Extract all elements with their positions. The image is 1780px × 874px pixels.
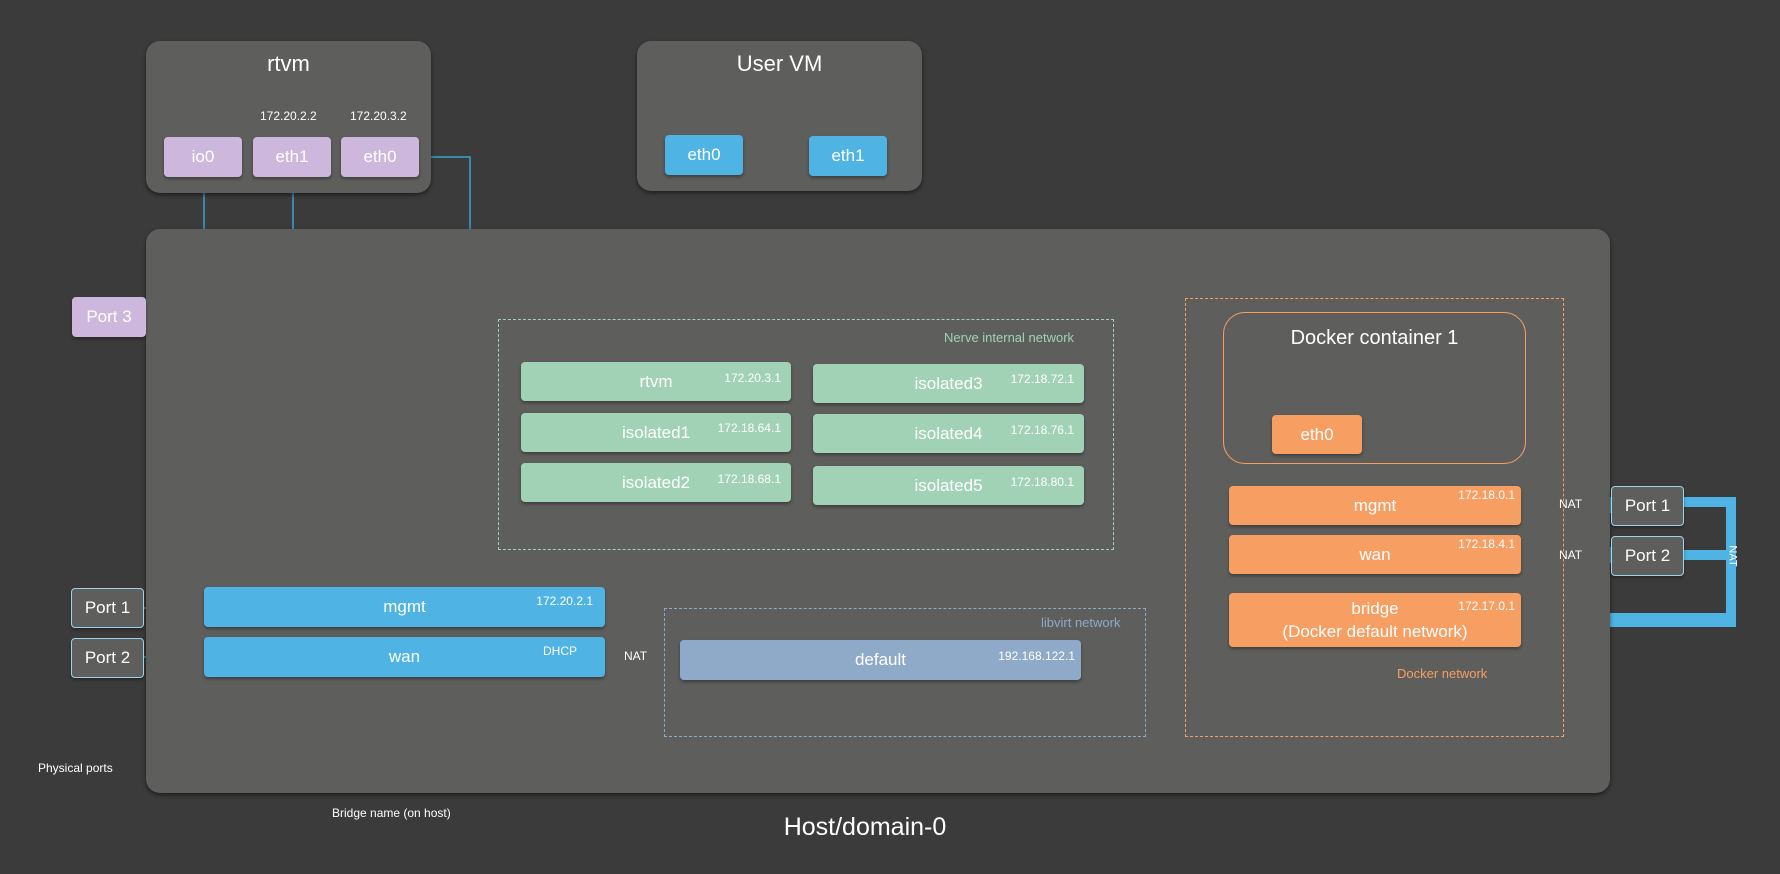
docker-port1[interactable]: Port 1: [1611, 486, 1684, 526]
user-vm-eth0-interface[interactable]: eth0: [665, 135, 743, 175]
user-vm-panel: User VM eth0 eth1: [637, 41, 922, 191]
user-vm-title: User VM: [736, 51, 823, 76]
nerve-rtvm-bridge-label: rtvm: [639, 371, 673, 391]
port3[interactable]: Port 3: [72, 297, 146, 337]
host-mgmt-bridge-ip: 172.20.2.1: [536, 594, 593, 608]
docker-bridge-bridge-subtitle: (Docker default network): [1282, 622, 1468, 641]
docker-port2[interactable]: Port 2: [1611, 536, 1684, 576]
docker-bridge-bridge[interactable]: bridge (Docker default network) 172.17.0…: [1229, 593, 1521, 647]
nerve-isolated2-bridge-ip: 172.18.68.1: [717, 472, 781, 486]
host-port1[interactable]: Port 1: [71, 588, 144, 628]
nerve-isolated3-bridge-label: isolated3: [914, 373, 983, 393]
host-title: Host/domain-0: [783, 813, 947, 841]
host-mgmt-bridge-label: mgmt: [383, 597, 426, 616]
rtvm-panel: rtvm 172.20.2.2 172.20.3.2 io0 eth1 eth0: [146, 41, 431, 193]
rtvm-eth0-interface[interactable]: eth0: [341, 137, 419, 177]
host-nat-label: NAT: [624, 649, 648, 663]
libvirt-default-bridge[interactable]: default 192.168.122.1: [680, 640, 1081, 680]
docker-wan-bridge[interactable]: wan 172.18.4.1: [1229, 535, 1521, 574]
nerve-isolated5-bridge-ip: 172.18.80.1: [1010, 475, 1074, 489]
docker-container-box: Docker container 1 eth0: [1223, 312, 1526, 464]
docker-network-label: Docker network: [1397, 666, 1488, 681]
nerve-network-box: [498, 319, 1114, 550]
nerve-isolated3-bridge-ip: 172.18.72.1: [1010, 372, 1074, 386]
docker-bridge-bridge-label: bridge: [1351, 599, 1399, 618]
rtvm-eth1-interface[interactable]: eth1: [253, 137, 331, 177]
libvirt-network-box: [664, 608, 1146, 737]
nerve-network-label: Nerve internal network: [944, 330, 1075, 345]
docker-container-title: Docker container 1: [1290, 327, 1459, 349]
nerve-isolated2-bridge-label: isolated2: [621, 472, 691, 492]
docker-nat-vertical-label: NAT: [1726, 545, 1739, 567]
rtvm-io0-interface[interactable]: io0: [164, 137, 242, 177]
docker-nat-label-wan: NAT: [1559, 548, 1583, 562]
host-wan-bridge-ip: DHCP: [542, 644, 577, 658]
docker-mgmt-bridge[interactable]: mgmt 172.18.0.1: [1229, 486, 1521, 525]
nerve-isolated5-bridge[interactable]: isolated5 172.18.80.1: [813, 466, 1084, 505]
user-vm-eth1-interface[interactable]: eth1: [809, 136, 887, 176]
host-wan-bridge[interactable]: wan DHCP: [204, 637, 605, 677]
nerve-isolated1-bridge[interactable]: isolated1 172.18.64.1: [521, 413, 791, 452]
host-port2[interactable]: Port 2: [71, 638, 144, 678]
docker-wan-bridge-ip: 172.18.4.1: [1458, 537, 1515, 551]
rtvm-title: rtvm: [267, 51, 310, 76]
nerve-isolated4-bridge[interactable]: isolated4 172.18.76.1: [813, 414, 1084, 453]
docker-bridge-bridge-ip: 172.17.0.1: [1458, 599, 1515, 613]
nat-mid-connector: [1684, 550, 1736, 560]
nat-vertical-bar: [1726, 497, 1736, 625]
nat-top-connector: [1684, 497, 1736, 507]
libvirt-default-bridge-ip: 192.168.122.1: [998, 649, 1075, 663]
docker-mgmt-bridge-ip: 172.18.0.1: [1458, 488, 1515, 502]
nerve-isolated1-bridge-ip: 172.18.64.1: [717, 421, 781, 435]
docker-network-box: [1185, 298, 1564, 737]
nerve-isolated5-bridge-label: isolated5: [914, 475, 983, 495]
nerve-rtvm-bridge-ip: 172.20.3.1: [724, 371, 781, 385]
libvirt-network-label: libvirt network: [1041, 615, 1121, 630]
docker-wan-bridge-label: wan: [1359, 544, 1391, 564]
nerve-isolated1-bridge-label: isolated1: [621, 422, 691, 442]
docker-container-eth0[interactable]: eth0: [1272, 415, 1362, 454]
nerve-isolated3-bridge[interactable]: isolated3 172.18.72.1: [813, 364, 1084, 403]
bridge-name-label: Bridge name (on host): [332, 806, 451, 820]
docker-mgmt-bridge-label: mgmt: [1353, 495, 1397, 515]
rtvm-eth1-ip: 172.20.2.2: [260, 109, 317, 123]
nerve-isolated4-bridge-ip: 172.18.76.1: [1010, 423, 1074, 437]
nerve-isolated2-bridge[interactable]: isolated2 172.18.68.1: [521, 463, 791, 502]
host-wan-bridge-label: wan: [388, 647, 421, 666]
physical-ports-label: Physical ports: [38, 761, 113, 775]
docker-nat-label-mgmt: NAT: [1559, 497, 1583, 511]
libvirt-default-bridge-label: default: [854, 650, 907, 669]
nerve-rtvm-bridge[interactable]: rtvm 172.20.3.1: [521, 362, 791, 401]
host-mgmt-bridge[interactable]: mgmt 172.20.2.1: [204, 587, 605, 627]
nerve-isolated4-bridge-label: isolated4: [914, 423, 983, 443]
rtvm-eth0-ip: 172.20.3.2: [350, 109, 407, 123]
